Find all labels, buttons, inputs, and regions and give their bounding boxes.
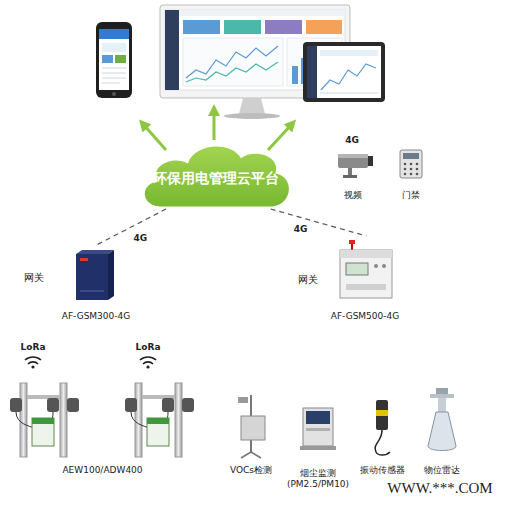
device-label: 门禁: [402, 190, 420, 201]
link-label: 4G: [292, 224, 310, 234]
vibration-sensor: [375, 400, 390, 455]
model-label: AF-GSM300-4G: [20, 311, 172, 322]
vocs-sensor: [238, 395, 265, 458]
model-label: AF-GSM500-4G: [294, 311, 436, 322]
dashed-link: [271, 209, 367, 236]
sensor-node: 物位雷达: [412, 385, 472, 476]
meter-on-pipes: [125, 383, 194, 457]
access-node: 门禁: [388, 147, 434, 201]
sensor-node: 烟尘监测 (PM2.5/PM10): [278, 392, 358, 490]
gateway-gsm500: [340, 240, 392, 298]
meter-node: AEW100/ADW400: [0, 380, 205, 476]
tablet-illustration: [303, 42, 385, 102]
gateway-label: 网关: [24, 272, 44, 284]
device-label: AEW100/ADW400: [62, 465, 142, 476]
camera-icon: [338, 154, 373, 178]
level-radar: [428, 388, 456, 451]
network-label: LoRa: [21, 342, 46, 352]
phone-illustration: [96, 22, 132, 98]
sensor-node: VOCs检测: [220, 388, 282, 476]
watermark: WWW.***.COM: [387, 480, 492, 497]
gateway-node: 网关 AF-GSM300-4G: [20, 246, 172, 322]
sensor-node: 振动传感器: [354, 392, 411, 476]
gateway-label: 网关: [298, 274, 318, 286]
dashed-link: [94, 209, 166, 246]
network-label: 4G: [345, 135, 359, 145]
link-label: 4G: [131, 233, 149, 243]
device-label: 振动传感器: [360, 465, 405, 476]
platform-title: 环保用电管理云平台: [153, 170, 279, 188]
gateway-gsm300: [76, 250, 114, 300]
device-label: 视频: [344, 190, 362, 201]
cloud-platform: 环保用电管理云平台: [138, 133, 294, 209]
device-label: 物位雷达: [424, 465, 460, 476]
meter-on-pipes: [10, 383, 79, 457]
wireless-icon: [25, 357, 156, 369]
device-label: 烟尘监测 (PM2.5/PM10): [278, 468, 358, 491]
camera-node: 视频: [328, 147, 378, 201]
device-label: VOCs检测: [230, 465, 272, 476]
access-control-icon: [400, 150, 422, 178]
dust-monitor: [300, 408, 336, 450]
upload-arrows: [143, 110, 292, 150]
network-label: LoRa: [136, 342, 161, 352]
gateway-node: 网关 AF-GSM500-4G: [294, 236, 436, 322]
